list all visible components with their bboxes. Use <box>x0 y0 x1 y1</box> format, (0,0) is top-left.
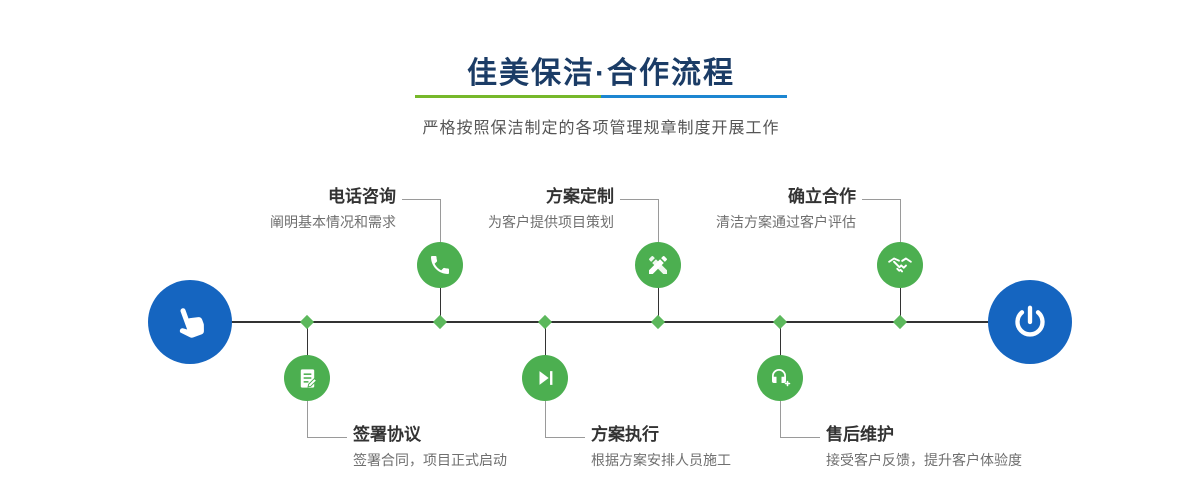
label-connector <box>402 199 440 200</box>
step-title: 电话咨询 <box>328 187 396 206</box>
step-desc: 签署合同，项目正式启动 <box>353 452 507 468</box>
execute-icon <box>534 367 556 389</box>
label-connector <box>545 400 546 437</box>
junction-marker <box>892 314 908 330</box>
end-node <box>988 280 1072 364</box>
step-title: 签署协议 <box>353 425 421 444</box>
label-connector <box>658 199 659 243</box>
junction-marker <box>650 314 666 330</box>
label-connector <box>862 199 900 200</box>
design-icon <box>646 253 670 277</box>
junction-marker <box>299 314 315 330</box>
step-desc: 接受客户反馈，提升客户体验度 <box>826 452 1022 468</box>
junction-marker <box>537 314 553 330</box>
label-connector <box>780 400 781 437</box>
step-node-service <box>757 355 803 401</box>
step-node-handshake <box>877 242 923 288</box>
handshake-icon <box>887 252 913 278</box>
step-node-phone <box>417 242 463 288</box>
power-icon <box>1010 302 1050 342</box>
label-connector <box>545 437 585 438</box>
junction-line <box>658 264 659 322</box>
step-title: 确立合作 <box>788 187 856 206</box>
timeline-line <box>190 321 1030 323</box>
step-title: 方案执行 <box>591 425 659 444</box>
label-connector <box>307 400 308 437</box>
step-desc: 清洁方案通过客户评估 <box>716 214 856 230</box>
junction-line <box>900 264 901 322</box>
service-icon <box>768 366 792 390</box>
label-connector <box>307 437 347 438</box>
junction-line <box>440 264 441 322</box>
step-node-design <box>635 242 681 288</box>
contract-icon <box>296 367 319 390</box>
junction-marker <box>772 314 788 330</box>
phone-icon <box>428 253 452 277</box>
label-connector <box>900 199 901 243</box>
label-connector <box>780 437 820 438</box>
step-service-label: 售后维护 接受客户反馈，提升客户体验度 <box>826 424 1086 469</box>
page-subtitle: 严格按照保洁制定的各项管理规章制度开展工作 <box>422 120 780 137</box>
step-node-execute <box>522 355 568 401</box>
step-phone-label: 电话咨询 阐明基本情况和需求 <box>196 186 396 231</box>
junction-line <box>545 322 546 379</box>
step-handshake-label: 确立合作 清洁方案通过客户评估 <box>656 186 856 231</box>
step-desc: 根据方案安排人员施工 <box>591 452 731 468</box>
title-underline <box>415 95 787 98</box>
junction-line <box>780 322 781 379</box>
page-title: 佳美保洁·合作流程 <box>467 57 735 90</box>
step-desc: 阐明基本情况和需求 <box>270 214 396 230</box>
step-desc: 为客户提供项目策划 <box>488 214 614 230</box>
junction-marker <box>432 314 448 330</box>
label-connector <box>620 199 658 200</box>
step-execute-label: 方案执行 根据方案安排人员施工 <box>591 424 851 469</box>
step-design-label: 方案定制 为客户提供项目策划 <box>414 186 614 231</box>
junction-line <box>307 322 308 379</box>
step-contract-label: 签署协议 签署合同，项目正式启动 <box>353 424 613 469</box>
label-connector <box>440 199 441 243</box>
step-title: 售后维护 <box>826 425 894 444</box>
step-title: 方案定制 <box>546 187 614 206</box>
hand-pointer-icon <box>163 295 217 349</box>
start-node <box>148 280 232 364</box>
step-node-contract <box>284 355 330 401</box>
